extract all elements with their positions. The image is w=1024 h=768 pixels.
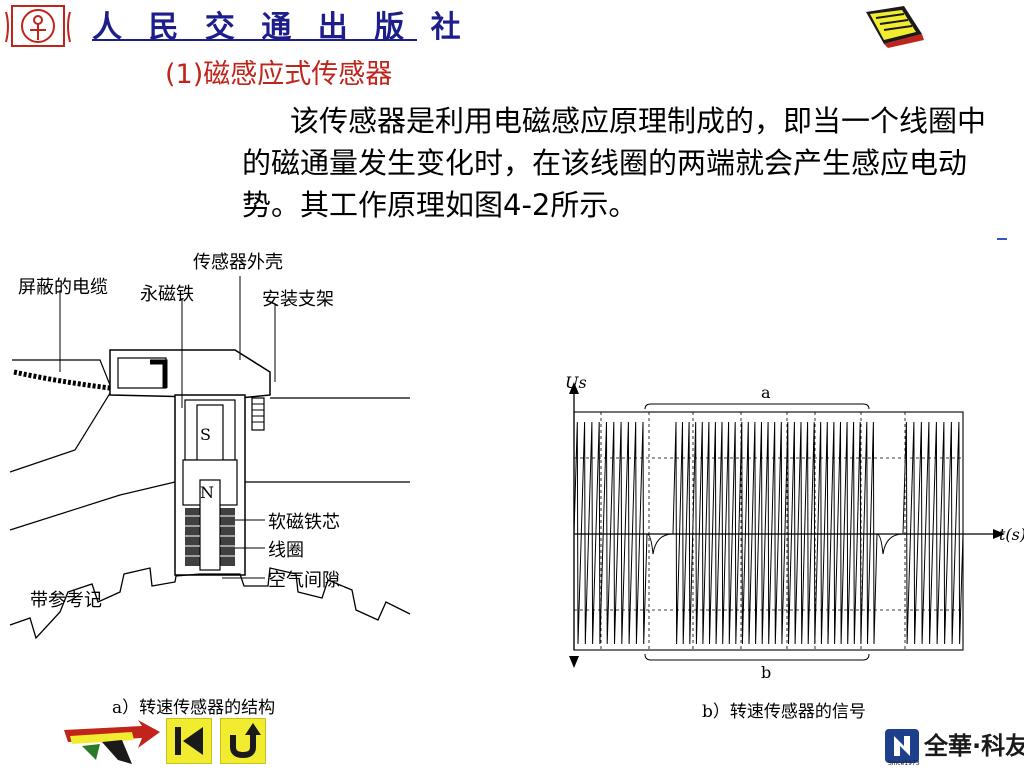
figure-a-caption: a）转速传感器的结构 [112, 698, 276, 718]
figure-b-caption: b）转速传感器的信号 [702, 702, 866, 722]
return-button[interactable] [220, 718, 266, 764]
signal-burst [672, 421, 878, 645]
signal-bottom-label: b [761, 663, 771, 682]
brand-text: 全華·科友 [924, 732, 1024, 760]
cable-label: 屏蔽的电缆 [18, 277, 108, 298]
reference-label: 带参考记 [30, 590, 102, 611]
coil-label: 线圈 [268, 540, 304, 561]
pole-s-label: S [200, 425, 211, 444]
sensor-structure-diagram: S N [9, 276, 411, 640]
intro-paragraph: 该传感器是利用电磁感应原理制成的，即当一个线圈中的磁通量发生变化时，在该线圈的两… [242, 104, 987, 222]
magnet-label: 永磁铁 [140, 284, 194, 305]
sensor-signal-plot: Us t(s) a b [565, 373, 1024, 682]
skip-back-icon [175, 727, 203, 755]
colorful-arrow-icon [64, 720, 160, 764]
book-icon [866, 6, 924, 48]
x-axis-label: t(s) [999, 525, 1024, 544]
quanhua-logo-icon [885, 729, 919, 763]
prev-page-button[interactable] [166, 718, 212, 764]
gap-label: 空气间隙 [268, 570, 340, 591]
edge-marker [997, 238, 1007, 240]
section-title: (1)磁感应式传感器 [165, 59, 393, 90]
return-icon [230, 723, 261, 759]
signal-gap [646, 533, 674, 555]
signal-top-label: a [761, 383, 771, 402]
signal-burst [902, 421, 964, 645]
publisher-seal-icon [5, 5, 71, 47]
y-axis-label: Us [565, 373, 587, 392]
core-label: 软磁铁芯 [268, 512, 340, 533]
publisher-underline [92, 39, 417, 41]
pole-n-label: N [200, 483, 214, 502]
brand-since: Since1973 [888, 760, 920, 767]
signal-gap [876, 533, 904, 555]
signal-burst [573, 421, 648, 645]
bracket-label: 安装支架 [262, 289, 334, 310]
shell-label: 传感器外壳 [193, 252, 283, 273]
